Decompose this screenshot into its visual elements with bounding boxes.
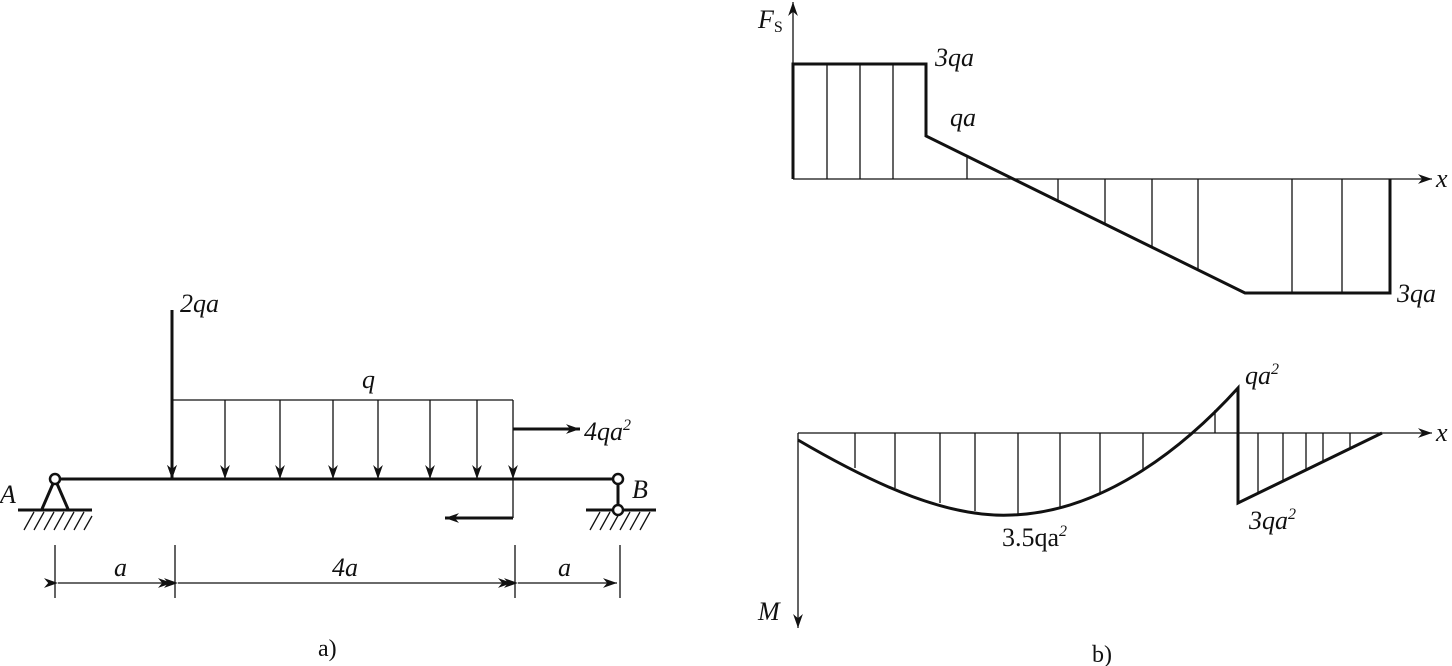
dimension-label: 4a — [332, 553, 358, 582]
couple — [445, 424, 580, 523]
dimension-label: a — [558, 553, 571, 582]
caption-b: b) — [1092, 642, 1112, 666]
shear-force-diagram: FS x 3qa qa 3qa — [757, 2, 1448, 308]
pin-support-a — [18, 472, 93, 531]
bending-moment-diagram: M x qa2 3.5qa2 3qa2 b) — [757, 361, 1448, 666]
shear-label: 3qa — [1396, 279, 1436, 308]
moment-label: 3qa2 — [1248, 506, 1296, 535]
shear-label: 3qa — [934, 43, 974, 72]
moment-y-axis-label: M — [757, 597, 781, 626]
couple-label: 4qa2 — [584, 417, 631, 446]
support-b-label: B — [632, 475, 648, 504]
moment-x-axis-label: x — [1435, 418, 1448, 447]
moment-hatching — [854, 410, 1351, 515]
shear-x-axis-label: x — [1435, 164, 1448, 193]
support-a-label: A — [0, 480, 16, 509]
loaded-beam: A B 2qa q — [0, 289, 656, 662]
distributed-load — [167, 399, 518, 479]
shear-y-axis-label: FS — [757, 5, 783, 36]
shear-label: qa — [950, 103, 976, 132]
shear-curve — [791, 62, 1392, 295]
point-load-label: 2qa — [180, 289, 219, 318]
moment-curve — [797, 384, 1383, 517]
roller-support-b — [586, 472, 656, 531]
distributed-load-label: q — [362, 365, 375, 394]
dimension-lines — [44, 545, 621, 598]
caption-a: a) — [318, 636, 337, 662]
moment-label: 3.5qa2 — [1002, 523, 1067, 552]
moment-label: qa2 — [1245, 361, 1279, 390]
shear-hatching — [826, 64, 1343, 293]
dimension-label: a — [114, 553, 127, 582]
